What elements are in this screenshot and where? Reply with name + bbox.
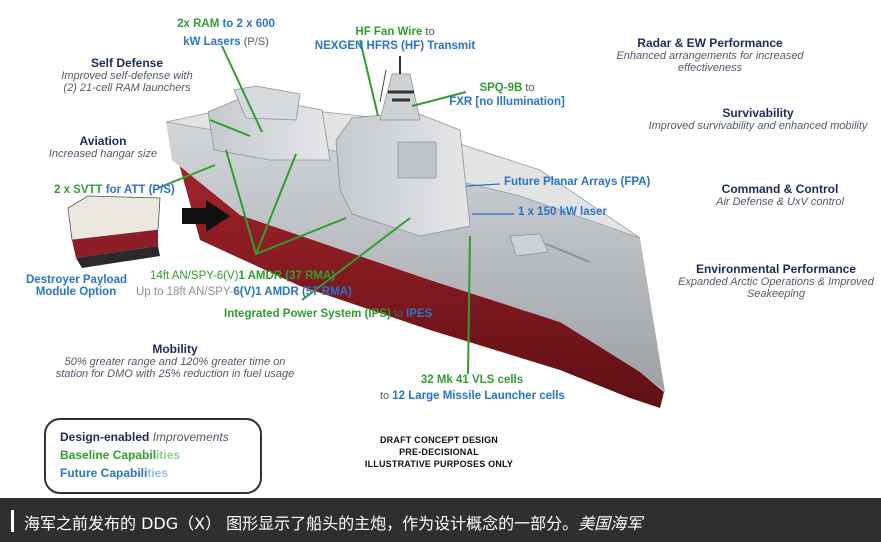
radar-ew-label: Radar & EW Performance Enhanced arrangem… [600,36,820,74]
ram-blue-2: kW Lasers [183,36,241,48]
ips-blue: IPES [406,308,433,320]
hull-red [178,160,664,408]
vls-tail: to [380,390,393,402]
hull-grey [166,122,665,392]
amdr2-bold: 6(V)1 AMDR (57 RMA) [233,286,352,298]
payload-label: Destroyer Payload Module Option [26,274,127,298]
spq-tail: to [522,82,535,94]
hf-blue: NEXGEN HFRS (HF) Transmit [314,40,476,52]
aviation-title: Aviation [79,134,127,148]
amdr1-green: 14ft AN/SPY-6(V) [150,270,239,282]
svtt-green: 2 x SVTT [54,184,103,196]
mast [379,73,421,121]
aviation-desc: Increased hangar size [48,148,158,160]
radar-ew-desc-1: Enhanced arrangements for increased [616,50,804,62]
self-defense-desc-1: Improved self-defense with [61,70,193,82]
hf-tail: to [422,26,435,38]
environmental-label: Environmental Performance Expanded Arcti… [672,262,880,300]
draft-line-1: DRAFT CONCEPT DESIGN [379,435,498,445]
survivability-label: Survivability Improved survivability and… [638,106,878,132]
self-defense-desc-2: (2) 21-cell RAM launchers [63,82,191,94]
legend-design-bold: Design-enabled [60,430,150,444]
payload-line-2: Module Option [35,286,117,298]
survivability-title: Survivability [722,106,794,120]
diagram-stage: Self Defense Improved self-defense with … [26,14,880,494]
hf-fan-label: HF Fan Wire to NEXGEN HFRS (HF) Transmit [310,22,480,52]
amdr2-grey: Up to 18ft AN/SPY- [136,286,234,298]
environmental-title: Environmental Performance [695,262,857,276]
fpa-label: Future Planar Arrays (FPA) [504,176,651,188]
ips-label: Integrated Power System (IPS) to IPES [224,304,432,322]
command-title: Command & Control [721,182,839,196]
payload-module-image [67,195,161,268]
legend-baseline-faded: ities [156,448,181,462]
mobility-desc-1: 50% greater range and 120% greater time … [64,356,286,368]
payload-line-1: Destroyer Payload [26,274,127,286]
legend-design-italic: Improvements [149,430,229,444]
mobility-desc-2: station for DMO with 25% reduction in fu… [55,368,295,380]
ram-green: 2x RAM [177,18,220,30]
ship-illustration [67,39,665,408]
legend-future: Future Capabilities [60,466,168,480]
ips-tail: to [390,308,407,320]
vls-blue: 12 Large Missile Launcher cells [392,390,565,402]
mobility-label: Mobility 50% greater range and 120% grea… [40,342,310,380]
aviation-label: Aviation Increased hangar size [42,134,164,160]
hf-green: HF Fan Wire [355,26,423,38]
caption-bar [11,510,14,532]
legend-design: Design-enabled Improvements [60,430,229,444]
environmental-desc-2: Seakeeping [746,288,806,300]
amdr-label-1: 14ft AN/SPY-6(V)1 AMDR (37 RMA) [150,266,335,284]
caption-text: 海军之前发布的 DDG（X） 图形显示了船头的主炮，作为设计概念的一部分。美国海… [24,510,642,534]
laser-150-label: 1 x 150 kW laser [518,206,607,218]
caption-body: 海军之前发布的 DDG（X） 图形显示了船头的主炮，作为设计概念的一部分。 [24,514,579,533]
draft-notice: DRAFT CONCEPT DESIGN PRE-DECISIONAL ILLU… [344,434,534,470]
legend-box: Design-enabled Improvements Baseline Cap… [44,418,262,494]
radar-ew-desc-2: effectiveness [677,62,743,74]
legend-future-strong: Future Capabili [60,466,148,480]
environmental-desc-1: Expanded Arctic Operations & Improved [678,276,874,288]
amdr1-bold: 1 AMDR (37 RMA) [238,270,336,282]
ram-tail: (P/S) [240,36,269,48]
self-defense-label: Self Defense Improved self-defense with … [40,56,214,94]
svtt-blue: for ATT (P/S) [102,184,175,196]
draft-line-2: PRE-DECISIONAL [399,447,479,457]
ram-lasers-label: 2x RAM to 2 x 600 kW Lasers (P/S) [156,14,296,50]
bow-gun [509,233,549,257]
spq-blue: FXR [no Illumination] [449,96,565,108]
radar-ew-title: Radar & EW Performance [637,36,783,50]
command-desc: Air Defense & UxV control [716,196,844,208]
leader-lines-green [157,39,471,375]
spq-green: SPQ-9B [479,82,523,94]
self-defense-title: Self Defense [90,56,164,70]
draft-line-3: ILLUSTRATIVE PURPOSES ONLY [364,459,514,469]
spq-label: SPQ-9B to FXR [no Illumination] [448,78,566,108]
amdr-label-2: Up to 18ft AN/SPY-6(V)1 AMDR (57 RMA) [136,282,352,300]
command-control-label: Command & Control Air Defense & UxV cont… [700,182,860,208]
legend-baseline: Baseline Capabilities [60,448,180,462]
leader-lines-blue [465,183,514,215]
mobility-title: Mobility [152,342,198,356]
caption-credit: 美国海军 [578,514,643,533]
legend-baseline-strong: Baseline Capabil [60,448,157,462]
ram-blue-1: to 2 x 600 [219,18,275,30]
legend-future-faded: ties [147,466,169,480]
image-caption: 海军之前发布的 DDG（X） 图形显示了船头的主炮，作为设计概念的一部分。美国海… [0,498,881,542]
vls-green: 32 Mk 41 VLS cells [420,374,524,386]
svtt-label: 2 x SVTT for ATT (P/S) [54,180,175,198]
vls-label: 32 Mk 41 VLS cells to 12 Large Missile L… [380,374,565,404]
survivability-desc: Improved survivability and enhanced mobi… [648,120,868,132]
pointer-arrow [182,200,230,232]
ips-green: Integrated Power System (IPS) [224,308,391,320]
